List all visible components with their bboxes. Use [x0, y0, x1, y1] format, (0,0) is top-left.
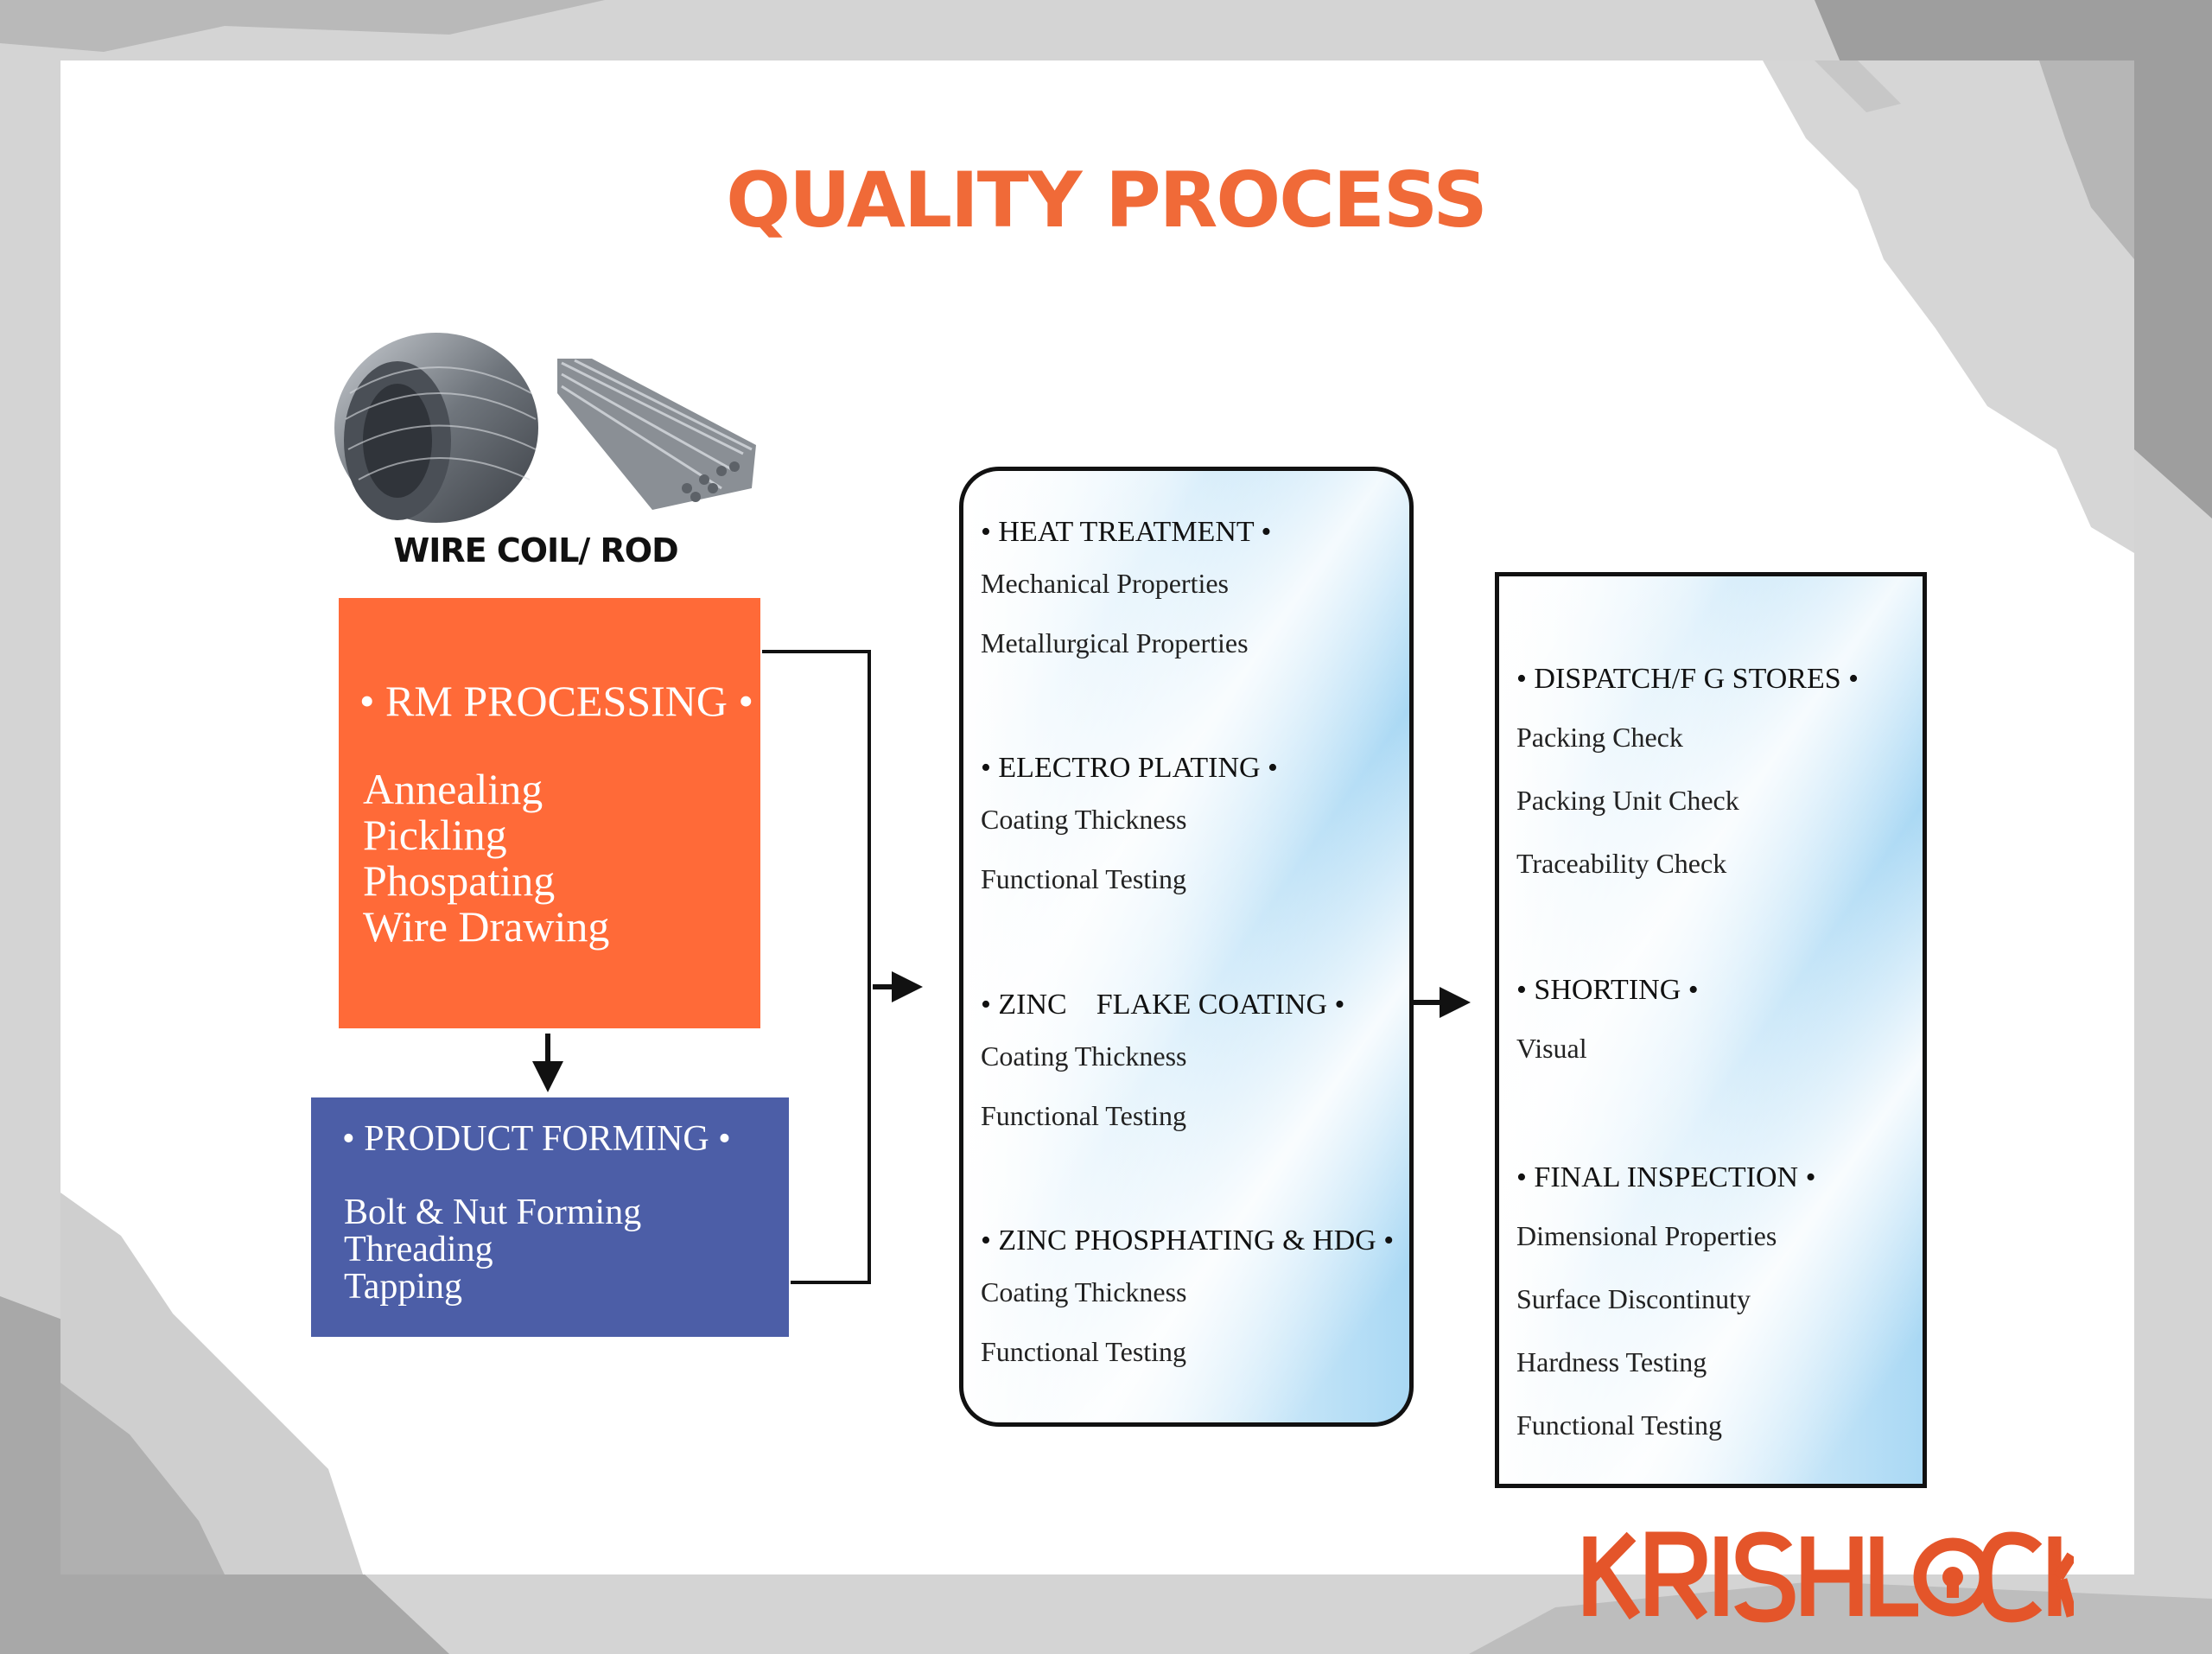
dispatch-fg-stores-section: • DISPATCH/F G STORES • Packing Check Pa…: [1516, 663, 1859, 880]
list-item: Tapping: [344, 1267, 463, 1307]
list-item: Bolt & Nut Forming: [344, 1193, 642, 1232]
wire-coil-image: [334, 333, 538, 523]
section-heading: • DISPATCH/F G STORES •: [1516, 663, 1859, 695]
wire-coil-rod-label: WIRE COIL/ ROD: [393, 531, 678, 569]
electro-plating-section: • ELECTRO PLATING • Coating Thickness Fu…: [981, 752, 1278, 895]
section-heading: • SHORTING •: [1516, 974, 1699, 1006]
dispatch-inspection-panel: • DISPATCH/F G STORES • Packing Check Pa…: [1495, 572, 1927, 1488]
zinc-flake-coating-section: • ZINC FLAKE COATING • Coating Thickness…: [981, 989, 1344, 1132]
section-heading: • HEAT TREATMENT •: [981, 516, 1272, 548]
list-item: Hardness Testing: [1516, 1346, 1707, 1377]
list-item: Pickling: [363, 811, 507, 859]
section-heading: • ZINC PHOSPHATING & HDG •: [981, 1225, 1395, 1256]
product-forming-box: • PRODUCT FORMING • Bolt & Nut Forming T…: [311, 1097, 789, 1337]
zinc-phosphating-hdg-section: • ZINC PHOSPHATING & HDG • Coating Thick…: [981, 1225, 1394, 1368]
section-heading: • ZINC FLAKE COATING •: [981, 989, 1345, 1021]
list-item: Metallurgical Properties: [981, 627, 1249, 658]
list-item: Dimensional Properties: [1516, 1220, 1777, 1251]
list-item: Functional Testing: [1516, 1409, 1723, 1441]
list-item: Coating Thickness: [981, 1276, 1187, 1307]
list-item: Threading: [344, 1230, 493, 1269]
list-item: Traceability Check: [1516, 848, 1727, 879]
list-item: Functional Testing: [981, 863, 1187, 894]
list-item: Mechanical Properties: [981, 568, 1229, 599]
list-item: Coating Thickness: [981, 804, 1187, 835]
section-heading: • ELECTRO PLATING •: [981, 752, 1278, 784]
list-item: Phospating: [363, 856, 556, 905]
list-item: Wire Drawing: [363, 902, 610, 951]
product-forming-heading: • PRODUCT FORMING •: [342, 1119, 731, 1159]
steel-rod-bundle-image: [557, 359, 756, 510]
list-item: Packing Check: [1516, 722, 1683, 753]
list-item: Visual: [1516, 1033, 1587, 1064]
quality-checks-panel: • HEAT TREATMENT • Mechanical Properties…: [959, 467, 1414, 1427]
krishlock-logo: [1583, 1531, 2074, 1623]
list-item: Functional Testing: [981, 1336, 1187, 1367]
rm-processing-heading: • RM PROCESSING •: [359, 677, 753, 725]
list-item: Surface Discontinuty: [1516, 1283, 1751, 1314]
product-forming-list: Bolt & Nut Forming Threading Tapping: [344, 1194, 641, 1306]
list-item: Coating Thickness: [981, 1040, 1187, 1072]
section-heading: • FINAL INSPECTION •: [1516, 1161, 1816, 1193]
heat-treatment-section: • HEAT TREATMENT • Mechanical Properties…: [981, 516, 1271, 659]
page-title: QUALITY PROCESS: [726, 156, 1487, 245]
list-item: Annealing: [363, 765, 543, 813]
rm-processing-box: • RM PROCESSING • Annealing Pickling Pho…: [339, 598, 760, 1028]
list-item: Functional Testing: [981, 1100, 1187, 1131]
list-item: Packing Unit Check: [1516, 785, 1739, 816]
shorting-section: • SHORTING • Visual: [1516, 974, 1699, 1065]
rm-processing-list: Annealing Pickling Phospating Wire Drawi…: [363, 767, 609, 950]
final-inspection-section: • FINAL INSPECTION • Dimensional Propert…: [1516, 1161, 1816, 1441]
